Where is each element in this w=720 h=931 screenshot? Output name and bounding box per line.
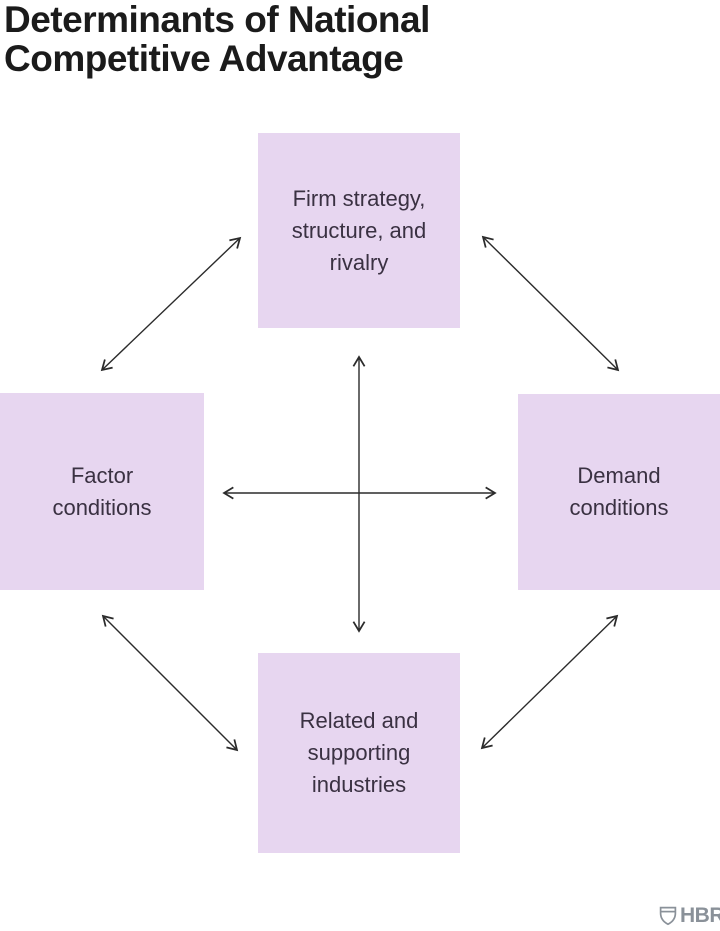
hbr-shield-icon <box>659 906 677 926</box>
node-factor-conditions: Factor conditions <box>0 393 204 590</box>
node-related-supporting: Related and supporting industries <box>258 653 460 853</box>
node-label: Factor conditions <box>52 462 152 520</box>
arrow-firm-factor <box>100 236 242 372</box>
node-demand-conditions: Demand conditions <box>518 394 720 590</box>
node-label: Firm strategy, structure, and rivalry <box>291 185 427 275</box>
node-firm-strategy: Firm strategy, structure, and rivalry <box>258 133 460 328</box>
hbr-logo: HBR <box>659 904 720 928</box>
page-title: Determinants of National Competitive Adv… <box>4 0 430 79</box>
arrow-factor-related <box>101 614 239 752</box>
arrow-firm-demand <box>481 235 620 372</box>
hbr-logo-text: HBR <box>680 904 720 927</box>
node-label: Related and supporting industries <box>299 708 419 797</box>
arrow-demand-related <box>480 614 619 750</box>
node-label: Demand conditions <box>569 463 669 520</box>
